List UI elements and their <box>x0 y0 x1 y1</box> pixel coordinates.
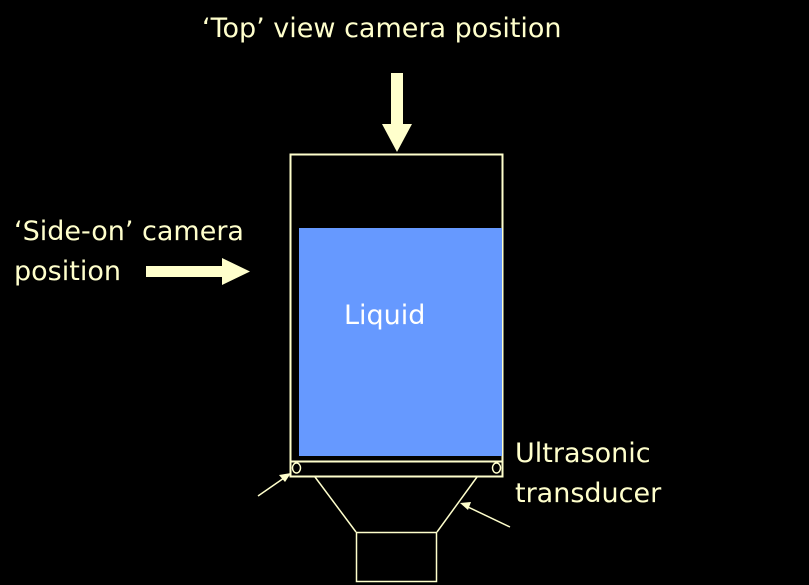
transducer-label-line2: transducer <box>515 478 662 509</box>
transducer-label-line1: Ultrasonic <box>515 438 651 469</box>
liquid-body <box>299 228 502 456</box>
side-camera-arrow <box>146 258 250 285</box>
left-seal-ring <box>291 462 302 474</box>
side-camera-label-line1: ‘Side-on’ camera <box>14 216 244 247</box>
side-camera-label-line2: position <box>14 256 121 287</box>
transducer-horn <box>314 476 478 583</box>
right-seal-ring <box>491 462 502 474</box>
left-pointer <box>257 473 291 497</box>
transducer-pointer <box>460 502 511 528</box>
top-camera-arrow <box>382 73 412 152</box>
container-outline <box>289 153 504 478</box>
top-view-camera-label: ‘Top’ view camera position <box>202 13 562 44</box>
liquid-label: Liquid <box>344 300 426 331</box>
